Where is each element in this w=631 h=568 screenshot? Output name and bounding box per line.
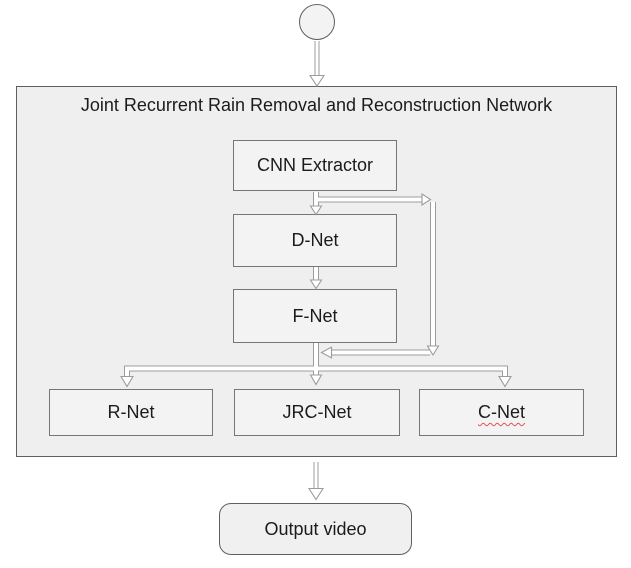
node-cnn-extractor[interactable]: CNN Extractor [233,140,397,191]
arrowhead-into-output [307,487,325,501]
node-f-net-label: F-Net [292,305,338,326]
node-r-net[interactable]: R-Net [49,389,213,436]
node-d-net-label: D-Net [291,230,339,250]
node-f-net[interactable]: F-Net [233,289,397,343]
node-d-net[interactable]: D-Net [233,214,397,267]
node-c-net-label: C-Net [477,402,525,422]
start-node-circle[interactable] [299,4,335,40]
network-container-title: Joint Recurrent Rain Removal and Reconst… [80,95,553,115]
node-jrc-net-label: JRC-Net [282,402,352,422]
node-output-video[interactable]: Output video [219,503,412,555]
node-jrc-net[interactable]: JRC-Net [234,389,400,436]
arrowhead-into-container [308,74,326,87]
node-c-net[interactable]: C-Net [419,389,584,436]
node-r-net-label: R-Net [107,402,155,422]
node-cnn-extractor-label: CNN Extractor [256,155,373,175]
node-output-video-label: Output video [264,518,367,539]
